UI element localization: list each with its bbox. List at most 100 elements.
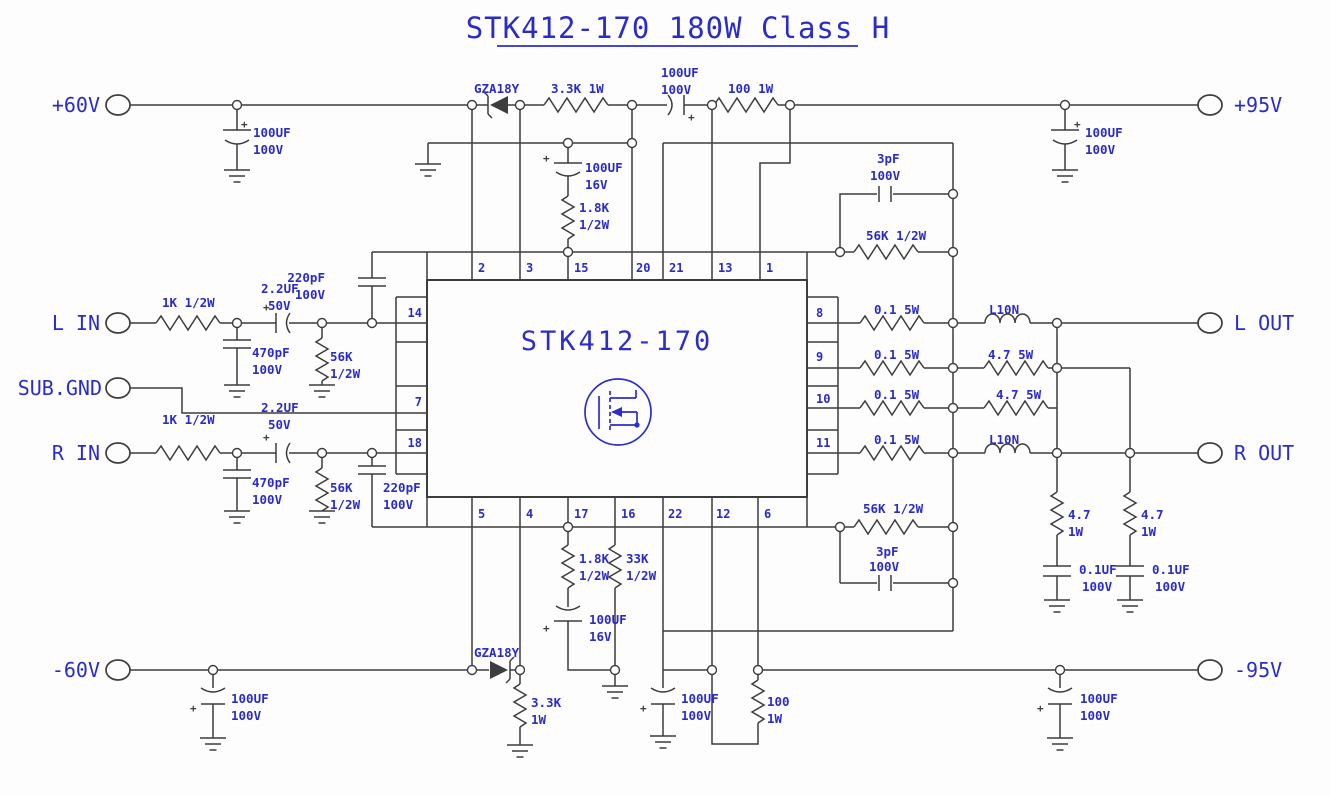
resistor-label: 100 1W: [728, 81, 774, 96]
cap-rating-label: 16V: [589, 629, 612, 644]
pin-17: 17: [574, 507, 588, 521]
resistor-label: 0.1 5W: [874, 347, 920, 362]
cap-rating-label: 100V: [1082, 579, 1113, 594]
cap-470pf-left: [223, 339, 251, 349]
pin-6: 6: [764, 507, 771, 521]
terminal-label-plus95v: +95V: [1234, 93, 1282, 117]
resistor-zobel-left: [1049, 491, 1065, 536]
cap-3pf-bottom: [878, 575, 892, 591]
cap-rating-label: 100V: [252, 362, 283, 377]
cap-100uf-top-right: [1051, 129, 1079, 145]
pin-5: 5: [478, 507, 485, 521]
cap-220pf-right: [358, 465, 386, 475]
pin-10: 10: [816, 392, 830, 406]
resistor-rating-label: 1/2W: [330, 366, 361, 381]
ic-stk412-170: STK412-170: [372, 251, 953, 528]
resistor-value-label: 1.8K: [579, 551, 610, 566]
terminal-label-sub-gnd: SUB.GND: [18, 376, 102, 400]
terminal-plus60v: [105, 94, 131, 116]
inductors: [984, 313, 1031, 454]
terminal-label-plus60v: +60V: [52, 93, 100, 117]
terminal-label-r-out: R OUT: [1234, 441, 1294, 465]
pin-15: 15: [574, 261, 588, 275]
resistor-1k-left: [155, 314, 221, 332]
plus-mark: +: [190, 702, 197, 715]
pin-21: 21: [669, 261, 683, 275]
cap-value-label: 3pF: [876, 544, 899, 559]
cap-2u2-left: [275, 312, 291, 334]
cap-value-label: 100UF: [1085, 125, 1123, 140]
pin-numbers: 2 3 15 20 21 13 1 5 4 17 16 22 12 6 14 7…: [408, 261, 831, 521]
pin-8: 8: [816, 306, 823, 320]
resistor-value-label: 100: [767, 694, 790, 709]
pin-3: 3: [526, 261, 533, 275]
cap-value-label: 470pF: [252, 345, 290, 360]
resistor-0r1-pin10: [859, 399, 925, 417]
resistor-label: 0.1 5W: [874, 387, 920, 402]
resistor-0r1-pin9: [859, 359, 925, 377]
terminal-minus95v: [1197, 659, 1223, 681]
cap-rating-label: 100V: [869, 559, 900, 574]
pin-11: 11: [816, 436, 830, 450]
resistor-value-label: 4.7: [1068, 507, 1091, 522]
inductor-label: L10N: [989, 302, 1019, 317]
resistor-rating-label: 1/2W: [579, 217, 610, 232]
terminal-minus60v: [105, 659, 131, 681]
cap-rating-label: 100V: [253, 142, 284, 157]
pin-12: 12: [716, 507, 730, 521]
junction-dots: [207, 99, 1136, 676]
resistor-label: 1K 1/2W: [162, 295, 215, 310]
plus-mark: +: [543, 622, 550, 635]
resistor-label: 56K 1/2W: [866, 228, 927, 243]
resistor-value-label: 1.8K: [579, 200, 610, 215]
resistor-rating-label: 1/2W: [330, 497, 361, 512]
resistor-3k3-top: [543, 96, 609, 114]
resistor-100-top: [713, 96, 779, 114]
resistor-56k-left: [314, 337, 330, 382]
resistor-value-label: 56K: [330, 480, 353, 495]
pin-18: 18: [408, 436, 422, 450]
cap-100uf-16v-top: [554, 162, 582, 177]
plus-mark: +: [241, 118, 248, 131]
cap-rating-label: 100V: [870, 168, 901, 183]
resistor-label: 4.7 5W: [996, 387, 1042, 402]
ic-name: STK412-170: [521, 326, 714, 357]
pin-20: 20: [636, 261, 650, 275]
terminal-label-minus60v: -60V: [52, 658, 100, 682]
cap-100uf-bottom-center: [650, 687, 676, 705]
resistor-0r1-pin11: [859, 444, 925, 462]
cap-zobel-left: [1043, 565, 1071, 577]
cap-rating-label: 100V: [1080, 708, 1111, 723]
cap-rating-label: 100V: [661, 82, 692, 97]
resistor-3k3-bottom: [512, 683, 528, 728]
plus-mark: +: [263, 301, 270, 314]
terminal-label-r-in: R IN: [52, 441, 100, 465]
resistor-4r7-pin10: [983, 399, 1049, 417]
cap-rating-label: 100V: [295, 287, 326, 302]
inductor-l10n-right: [984, 443, 1031, 454]
cap-rating-label: 50V: [268, 298, 291, 313]
terminal-sub-gnd: [105, 377, 131, 399]
pin-13: 13: [718, 261, 732, 275]
cap-value-label: 3pF: [877, 151, 900, 166]
resistor-value-label: 4.7: [1141, 507, 1164, 522]
cap-100uf-series-top: [667, 94, 685, 116]
cap-zobel-right: [1116, 565, 1144, 577]
resistor-label: 56K 1/2W: [863, 501, 924, 516]
cap-100uf-bottom-right: [1047, 687, 1073, 705]
cap-rating-label: 50V: [268, 417, 291, 432]
cap-rating-label: 16V: [585, 177, 608, 192]
inductor-label: L10N: [989, 432, 1019, 447]
pin-22: 22: [668, 507, 682, 521]
pin-4: 4: [526, 507, 533, 521]
cap-value-label: 2.2UF: [261, 400, 299, 415]
cap-value-label: 100UF: [1080, 691, 1118, 706]
pin-2: 2: [478, 261, 485, 275]
inductor-l10n-left: [984, 313, 1031, 324]
cap-2u2-right: [275, 442, 291, 464]
resistor-1k-right: [155, 444, 221, 462]
cap-value-label: 0.1UF: [1079, 562, 1117, 577]
resistor-1k8-top: [560, 195, 576, 240]
resistor-label: 1K 1/2W: [162, 412, 215, 427]
resistor-rating-label: 1/2W: [579, 568, 610, 583]
